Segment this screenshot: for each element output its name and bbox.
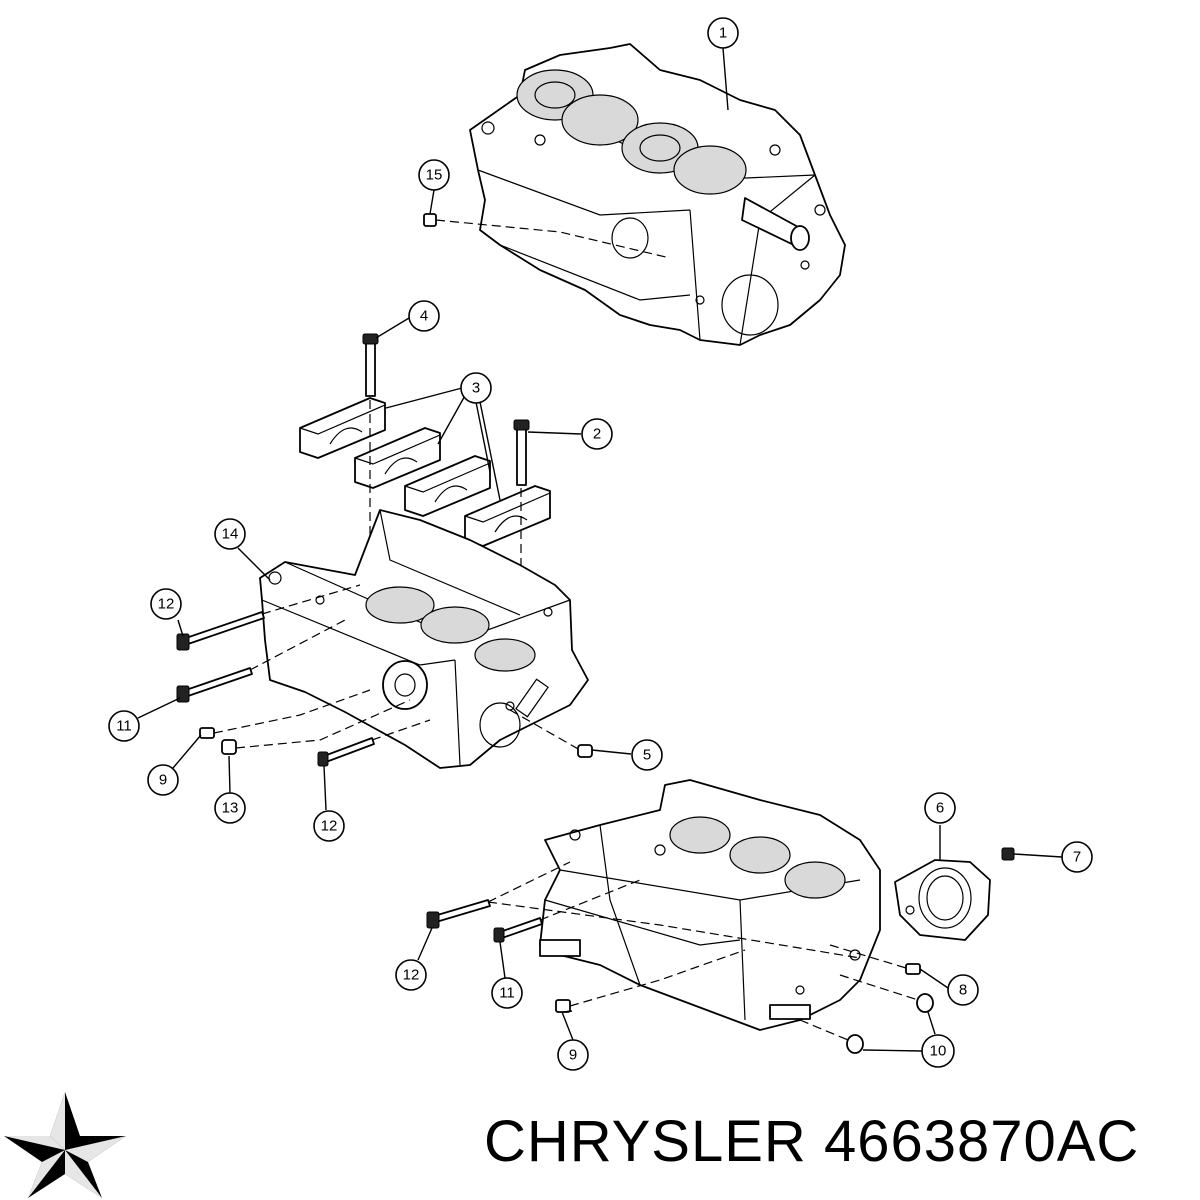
- callout-10: 10: [921, 1034, 955, 1068]
- svg-text:11: 11: [499, 985, 515, 1002]
- svg-text:4: 4: [420, 308, 428, 325]
- svg-text:9: 9: [159, 772, 167, 789]
- callout-9: 9: [147, 764, 179, 796]
- svg-text:2: 2: [593, 426, 601, 443]
- middle-fasteners: [176, 584, 593, 767]
- svg-text:8: 8: [959, 982, 967, 999]
- svg-text:1: 1: [719, 25, 727, 42]
- callout-11: 11: [491, 977, 523, 1009]
- callout-2: 2: [581, 418, 613, 450]
- screw-part-7: [1001, 847, 1015, 861]
- callout-1: 1: [707, 17, 739, 49]
- svg-text:9: 9: [569, 1047, 577, 1064]
- engine-block-lower: [539, 779, 881, 1031]
- svg-text:3: 3: [472, 380, 480, 397]
- svg-text:15: 15: [426, 167, 443, 184]
- svg-text:12: 12: [321, 818, 338, 835]
- callout-12: 12: [395, 959, 427, 991]
- callout-12: 12: [150, 588, 182, 620]
- cap-bolts: [362, 333, 530, 600]
- bearing-cap-2: [354, 427, 441, 489]
- rear-seal-retainer-part-6: [894, 859, 991, 941]
- svg-text:10: 10: [930, 1043, 947, 1060]
- brand-name: CHRYSLER: [484, 1109, 807, 1174]
- callout-15: 15: [418, 159, 450, 191]
- engine-block-assembly-top: [469, 43, 846, 346]
- brand-part-number-caption: CHRYSLER 4663870AC: [484, 1108, 1139, 1175]
- callout-5: 5: [631, 739, 663, 771]
- bearing-cap-4: [464, 485, 551, 547]
- bolt-part-2: [516, 424, 527, 486]
- part-number: 4663870AC: [823, 1109, 1140, 1174]
- callout-13: 13: [214, 792, 246, 824]
- callout-7: 7: [1061, 841, 1093, 873]
- bolt-part-4: [365, 337, 376, 397]
- pentastar-logo-icon: [4, 1092, 126, 1198]
- leader-lines: [137, 47, 1063, 1052]
- callout-6: 6: [924, 792, 956, 824]
- callout-9: 9: [557, 1039, 589, 1071]
- callout-4: 4: [408, 300, 440, 332]
- svg-text:6: 6: [936, 800, 944, 817]
- bearing-cap-1: [299, 397, 386, 459]
- engine-block-middle: [259, 509, 589, 769]
- svg-text:13: 13: [222, 800, 239, 817]
- bearing-cap-3: [404, 455, 491, 517]
- svg-text:11: 11: [116, 718, 132, 735]
- callout-11: 11: [108, 710, 140, 742]
- callout-3: 3: [460, 372, 492, 404]
- main-bearing-caps: [299, 397, 551, 547]
- svg-text:12: 12: [403, 967, 420, 984]
- svg-text:5: 5: [643, 747, 651, 764]
- callout-12: 12: [313, 810, 345, 842]
- callout-14: 14: [214, 518, 246, 550]
- svg-text:14: 14: [222, 526, 239, 543]
- svg-text:12: 12: [158, 596, 175, 613]
- svg-text:7: 7: [1073, 849, 1081, 866]
- callout-8: 8: [947, 974, 979, 1006]
